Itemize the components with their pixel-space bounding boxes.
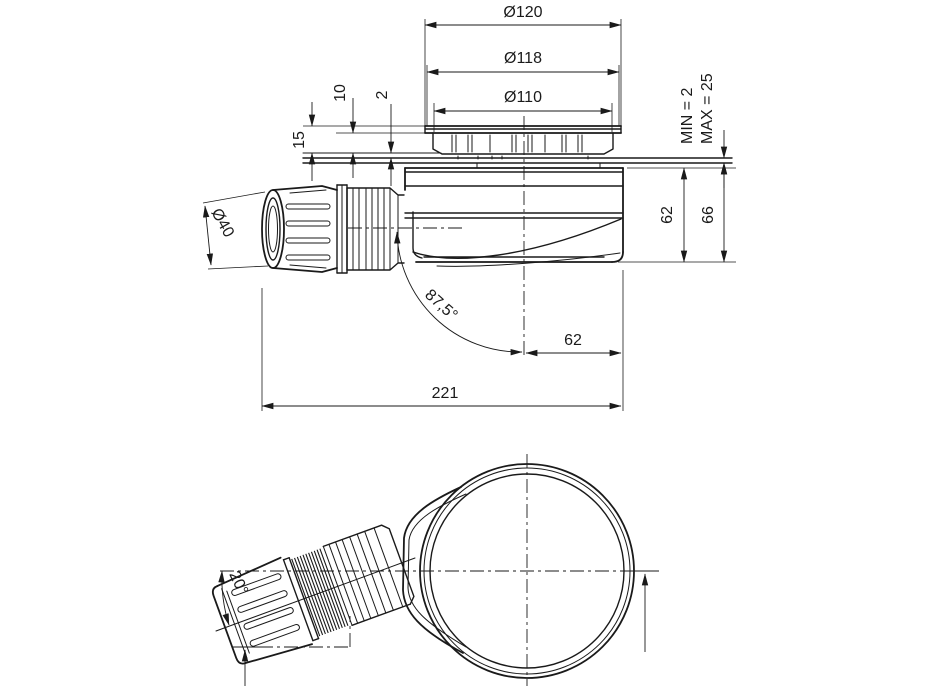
- dim-angle-875: 87,5°: [394, 231, 523, 356]
- dim-dia-seal: Ø118: [426, 50, 620, 126]
- body-swoosh-line: [412, 218, 622, 259]
- plan-nut: [211, 556, 313, 665]
- dim-label-max: MAX = 25: [699, 73, 716, 144]
- dim-dia-strainer: Ø110: [433, 89, 613, 132]
- dim-label-62v: 62: [659, 206, 676, 224]
- dim-label-15: 15: [291, 131, 308, 149]
- dim-label-dia118: Ø118: [504, 50, 542, 67]
- strainer: [432, 132, 614, 160]
- datum-mark-left: [233, 616, 351, 686]
- dim-label-dia40: Ø40: [208, 206, 238, 241]
- dim-label-875: 87,5°: [421, 286, 460, 324]
- dim-label-62h: 62: [564, 332, 582, 349]
- dim-label-10: 10: [332, 84, 349, 102]
- dim-height-10: 10: [332, 84, 433, 178]
- washer-ring: [336, 184, 348, 274]
- dim-dia-flange: Ø120: [424, 4, 622, 126]
- dim-label-66: 66: [700, 206, 717, 224]
- datum-mark-right: [630, 570, 658, 652]
- dim-label-2: 2: [374, 90, 391, 99]
- dim-width-221: 221: [261, 288, 622, 411]
- plan-outlet-assembly: [211, 524, 415, 665]
- outlet-socket: [346, 187, 405, 271]
- plan-view: 20°: [211, 454, 662, 686]
- outlet-axis-20deg: [215, 557, 416, 632]
- dim-label-dia120: Ø120: [503, 4, 542, 21]
- tray-surface: [302, 152, 733, 164]
- dim-label-221: 221: [432, 385, 459, 402]
- thread-band: [291, 548, 349, 637]
- plan-washer: [282, 557, 320, 642]
- dim-tray-thickness: MIN = 2 MAX = 25: [679, 73, 728, 188]
- dim-height-15: 15: [291, 102, 425, 181]
- plan-socket: [322, 524, 415, 627]
- dim-gap-2: 2: [374, 90, 395, 186]
- flange-rim: [424, 125, 622, 134]
- dim-label-min: MIN = 2: [679, 87, 696, 144]
- compression-nut: [261, 185, 338, 273]
- dim-label-dia110: Ø110: [504, 89, 542, 106]
- dim-outlet-dia: Ø40: [202, 191, 269, 270]
- side-view: Ø120 Ø118 Ø110 15 10: [202, 4, 736, 411]
- dim-body-62: 62: [618, 167, 736, 263]
- dim-body-66: 66: [700, 162, 728, 263]
- dim-offset-62: 62: [525, 270, 624, 411]
- outlet-fairing: [402, 486, 464, 654]
- drain-body: [404, 162, 624, 267]
